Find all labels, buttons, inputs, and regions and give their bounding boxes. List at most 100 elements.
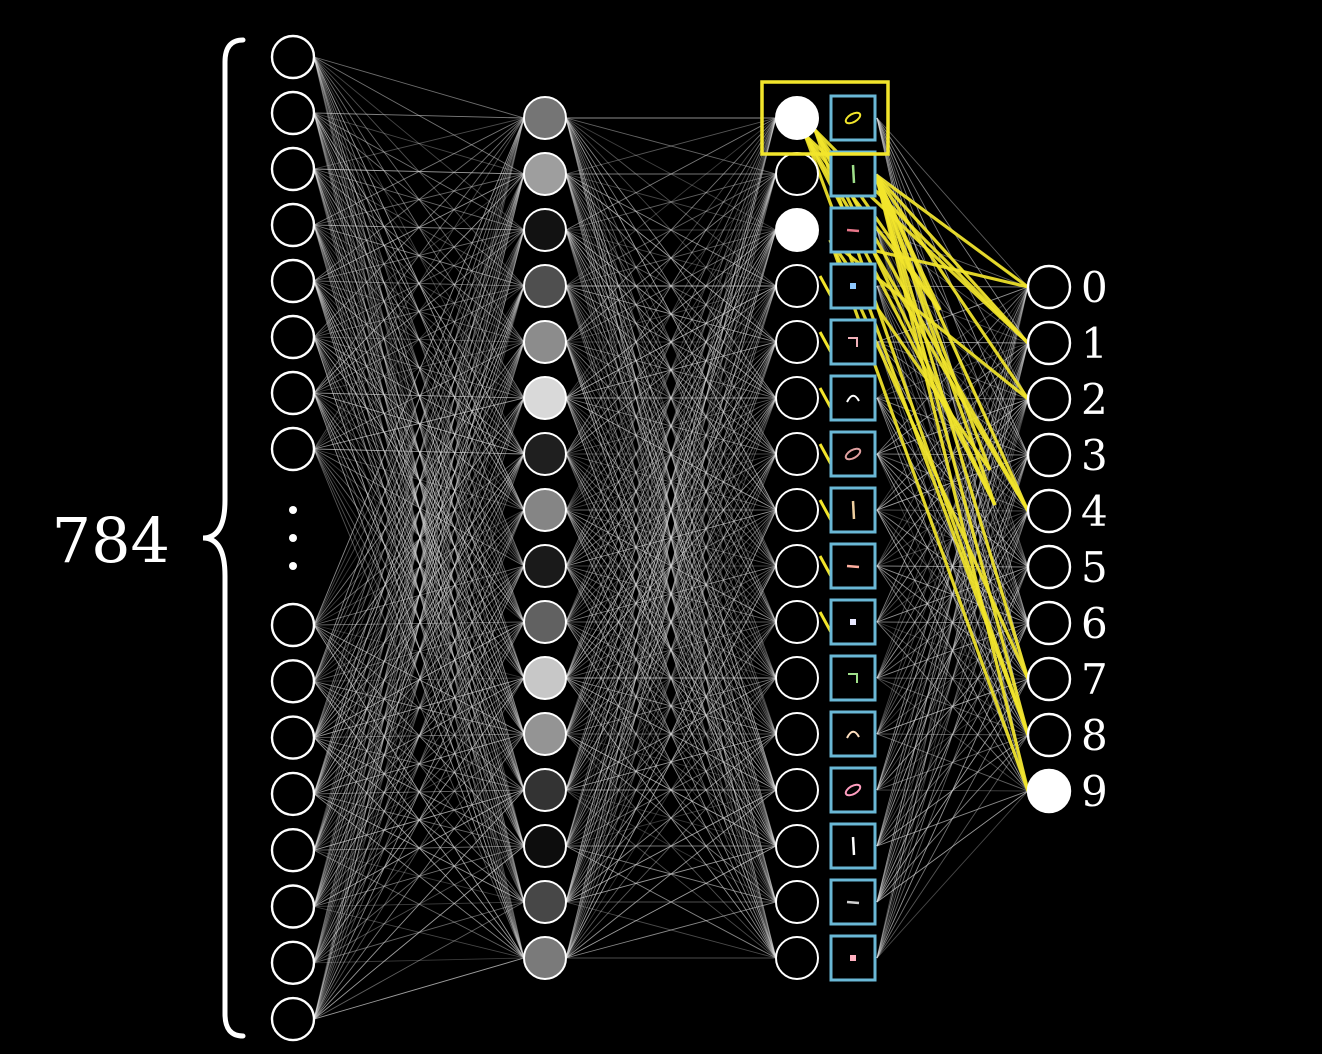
neurons [270, 34, 1072, 1042]
connection-line [565, 733, 777, 959]
connection-line [876, 510, 1029, 959]
connection-line [565, 173, 777, 791]
feature-stroke [850, 955, 856, 961]
connection-line [313, 733, 525, 1020]
connection-line [313, 117, 525, 738]
connection-line [313, 341, 525, 394]
connection-line [876, 286, 1029, 343]
hidden1-neuron [523, 376, 567, 420]
feature-thumbnail [829, 318, 877, 366]
output-neuron [1026, 264, 1072, 310]
feature-stroke [851, 836, 856, 856]
connection-line [313, 117, 525, 226]
connection-line [565, 733, 777, 903]
output-neuron [1026, 712, 1072, 758]
output-label: 2 [1081, 375, 1108, 424]
connection-line [565, 397, 777, 959]
connection-line [313, 448, 525, 903]
connection-line [565, 621, 777, 959]
connection-line [313, 229, 525, 282]
output-label: 8 [1081, 711, 1108, 760]
connection-line [313, 112, 525, 119]
hidden2-neuron [775, 712, 819, 756]
connection-line [313, 448, 525, 791]
hidden1-neuron [523, 768, 567, 812]
connection-line [313, 397, 525, 1020]
input-neuron [270, 996, 316, 1042]
input-brace [202, 37, 246, 1039]
connection-line [313, 341, 525, 1020]
connection-line [313, 56, 525, 119]
output-label: 7 [1081, 655, 1108, 704]
hidden2-neuron [775, 544, 819, 588]
output-neuron [1026, 544, 1072, 590]
connection-line [565, 117, 777, 399]
hidden2-neuron [775, 488, 819, 532]
connection-line [313, 229, 525, 1020]
connection-line [313, 173, 525, 963]
hidden2-neuron [775, 320, 819, 364]
connection-line [876, 734, 1029, 959]
connection-line [876, 510, 1029, 903]
hidden2-neuron [775, 768, 819, 812]
connection-line [313, 173, 525, 394]
connection-line [565, 285, 777, 959]
connection-line [313, 173, 525, 1020]
connection-line [876, 342, 1029, 903]
input-neuron [270, 771, 316, 817]
connection-line [313, 336, 525, 623]
hidden1-neuron [523, 544, 567, 588]
input-neuron [270, 426, 316, 472]
hidden1-neuron [523, 264, 567, 308]
hidden2-neuron [775, 656, 819, 700]
hidden2-neuron [775, 432, 819, 476]
connection-line [565, 173, 777, 231]
hidden2-neuron [775, 376, 819, 420]
connection-line [565, 117, 777, 231]
feature-stroke [850, 619, 856, 625]
input-neuron [270, 90, 316, 136]
feature-stroke [851, 164, 856, 184]
connection-line [565, 677, 777, 903]
connection-line [313, 957, 525, 964]
highlight-weight-line [828, 239, 1030, 680]
connection-line [313, 173, 525, 907]
hidden1-neuron [523, 600, 567, 644]
output-neuron [1026, 376, 1072, 422]
connection-line [313, 336, 525, 343]
feature-stroke [851, 500, 856, 520]
highlight-weight-line [874, 174, 1030, 400]
input-neuron [270, 715, 316, 760]
connection-line [565, 117, 777, 567]
input-neuron [270, 258, 316, 304]
hidden2-neuron [775, 936, 819, 980]
connection-line [313, 117, 525, 626]
connection-line [313, 392, 525, 791]
connection-line [313, 845, 525, 1020]
connection-line [313, 448, 525, 623]
connection-line [313, 448, 525, 511]
connection-line [313, 397, 525, 450]
connection-line [876, 286, 1029, 903]
connection-line [313, 285, 525, 851]
connection-line [565, 117, 777, 455]
connection-line [313, 280, 525, 455]
feature-stroke [846, 900, 860, 905]
input-neuron [270, 884, 316, 929]
input-neuron [270, 146, 316, 192]
output-label: 0 [1081, 263, 1108, 312]
feature-thumbnail [829, 374, 877, 422]
feature-thumbnail [829, 598, 877, 646]
connection-line [313, 224, 525, 287]
connection-line [313, 173, 525, 851]
connection-line [313, 173, 525, 226]
connection-line [565, 677, 777, 959]
connection-line [565, 117, 777, 343]
connection-line [313, 392, 525, 959]
connection-line [565, 117, 777, 287]
annotations: 784 [52, 37, 297, 1039]
connection-line [565, 901, 777, 959]
hidden2-neuron [775, 880, 819, 924]
input-neuron [270, 659, 316, 704]
